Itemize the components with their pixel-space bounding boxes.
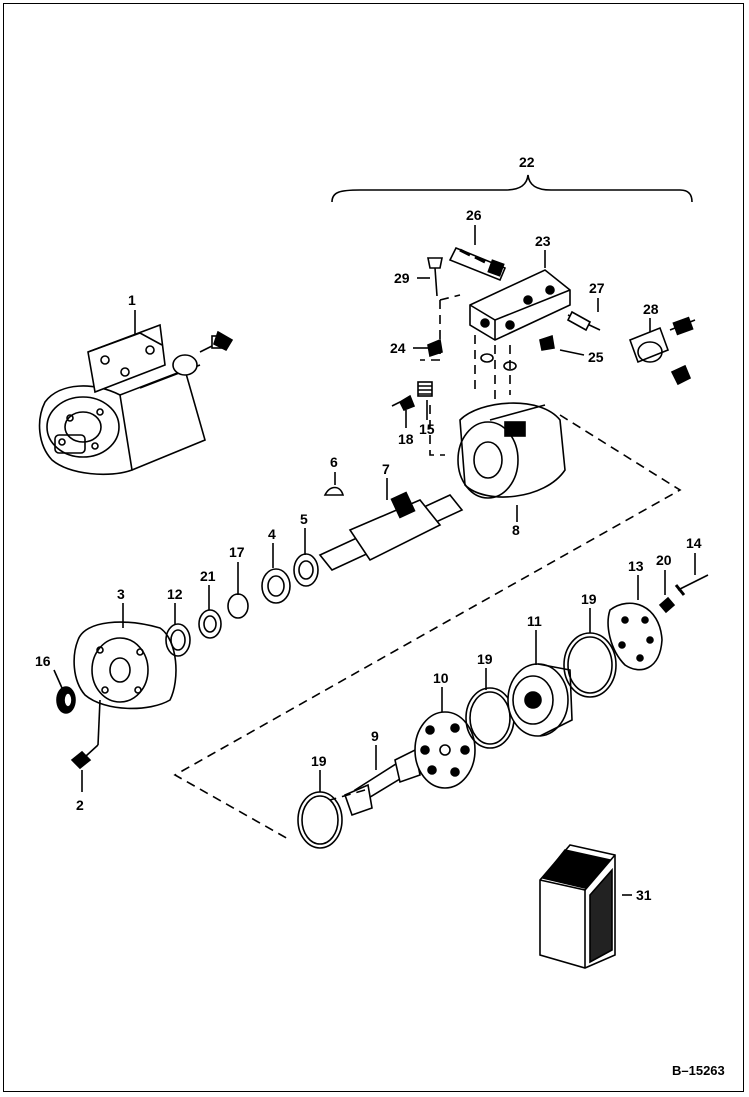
callout-13: 13	[628, 558, 644, 574]
part-19-oring-mid	[465, 687, 515, 749]
part-27-spool	[566, 310, 601, 332]
part-14-bolt	[674, 574, 709, 596]
callout-4: 4	[268, 526, 276, 542]
callout-2: 2	[76, 797, 84, 813]
part-8-housing	[457, 402, 566, 499]
part-25-oring-a	[480, 353, 494, 363]
part-26-relief-valve	[448, 246, 507, 282]
part-7-shaft	[318, 491, 464, 571]
callout-22: 22	[519, 154, 535, 170]
part-9-drive	[343, 748, 421, 817]
callout-15: 15	[419, 421, 435, 437]
part-17-ring	[227, 593, 249, 619]
figure-reference: B–15263	[672, 1063, 725, 1078]
callout-21: 21	[200, 568, 216, 584]
part-19-oring-upper	[563, 632, 617, 698]
part-21-seal	[198, 609, 222, 639]
part-29-bolt	[427, 257, 443, 297]
callout-29: 29	[394, 270, 410, 286]
part-15-fitting	[417, 381, 433, 397]
callout-28: 28	[643, 301, 659, 317]
part-1-motor-assembly	[38, 323, 234, 476]
dashed-assembly-lines	[173, 294, 682, 841]
callout-14: 14	[686, 535, 702, 551]
callout-19-mid: 19	[477, 651, 493, 667]
part-20-washer	[658, 596, 676, 614]
callout-9: 9	[371, 728, 379, 744]
callout-1: 1	[128, 292, 136, 308]
callout-7: 7	[382, 461, 390, 477]
callout-24: 24	[390, 340, 406, 356]
callout-23: 23	[535, 233, 551, 249]
callout-18: 18	[398, 431, 414, 447]
callout-19-lower: 19	[311, 753, 327, 769]
part-10-plate	[414, 711, 476, 789]
callout-6: 6	[330, 454, 338, 470]
part-24-plug	[427, 338, 443, 358]
callout-20: 20	[656, 552, 672, 568]
callout-11: 11	[527, 613, 542, 629]
part-18-plug	[398, 394, 416, 412]
callout-12: 12	[167, 586, 183, 602]
part-5-bearing	[293, 553, 319, 587]
callout-10: 10	[433, 670, 449, 686]
part-28-solenoid	[628, 316, 696, 386]
part-13-end-cap	[607, 602, 663, 671]
callout-5: 5	[300, 511, 308, 527]
part-2-bolt	[70, 699, 101, 770]
callout-26: 26	[466, 207, 482, 223]
group-22-brace	[331, 174, 693, 203]
part-6-key	[323, 486, 345, 496]
callout-25: 25	[588, 349, 604, 365]
callout-27: 27	[589, 280, 605, 296]
callout-31: 31	[636, 887, 652, 903]
part-19-oring-lower	[297, 791, 343, 849]
diagram-border	[3, 3, 744, 1092]
part-31-seal-kit	[539, 844, 616, 969]
callout-3: 3	[117, 586, 125, 602]
callout-leaders	[53, 225, 696, 896]
part-23-valve-block	[469, 269, 571, 341]
callout-17: 17	[229, 544, 245, 560]
callout-19-upper: 19	[581, 591, 597, 607]
part-3-flange-housing	[73, 621, 177, 710]
callout-8: 8	[512, 522, 520, 538]
part-4-bearing-race	[261, 568, 291, 604]
part-11-gerotor	[507, 663, 573, 737]
part-12-seal	[165, 623, 191, 657]
callout-16: 16	[35, 653, 51, 669]
